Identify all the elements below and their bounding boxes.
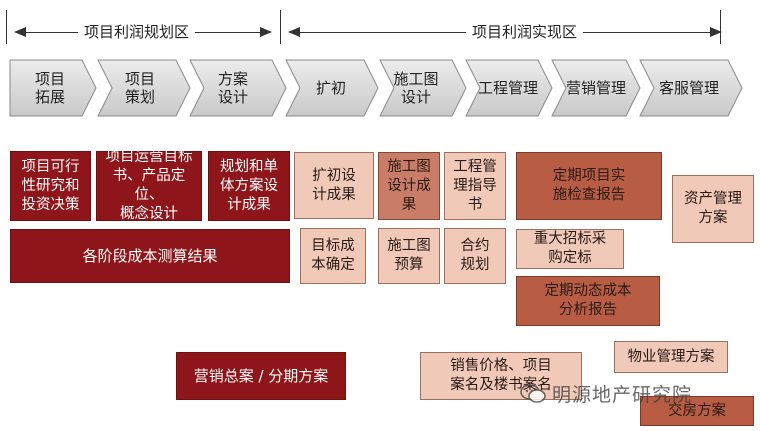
stage-marketing-mgmt: 营销管理 — [565, 79, 626, 97]
phase1-arrow-right-icon — [260, 27, 272, 37]
wechat-icon — [520, 383, 546, 404]
stage-chevron — [639, 59, 743, 117]
phase-planning-label: 项目利润规划区 — [78, 20, 196, 44]
stage-engineering-mgmt: 工程管理 — [477, 79, 538, 97]
stage-customer-service-mgmt: 客服管理 — [658, 79, 719, 97]
stage-chevron — [551, 59, 641, 117]
box-asset-management-plan: 资产管理 方案 — [672, 175, 754, 243]
box-target-cost: 目标成 本确定 — [300, 228, 366, 284]
phase-divider-left — [6, 10, 7, 44]
stage-chevron — [285, 59, 379, 117]
stage-project-expansion: 项目 拓展 — [34, 70, 65, 106]
stage-construction-drawing: 施工图 设计 — [393, 70, 439, 106]
box-dynamic-cost-report: 定期动态成本 分析报告 — [516, 276, 660, 326]
box-marketing-master-plan: 营销总案 / 分期方案 — [176, 352, 346, 400]
box-delivery-plan: 交房方案 — [640, 396, 754, 426]
watermark-text: 明源地产研究院 — [552, 384, 693, 406]
box-cost-estimation-results: 各阶段成本测算结果 — [10, 229, 290, 283]
stage-chevron — [379, 59, 467, 117]
stage-chevron — [97, 59, 191, 117]
stage-project-planning: 项目 策划 — [124, 70, 155, 106]
stage-chevron — [465, 59, 553, 117]
phase-divider-middle — [280, 10, 281, 44]
box-planning-design-results: 规划和单 体方案设 计成果 — [208, 151, 290, 221]
stage-scheme-design: 方案 设计 — [217, 70, 248, 106]
watermark: 明源地产研究院 — [520, 380, 692, 407]
stage-chevron — [189, 59, 287, 117]
box-construction-design-results: 施工图 设计成 果 — [378, 152, 440, 220]
box-periodic-inspection-report: 定期项目实 施检查报告 — [516, 152, 662, 220]
box-contract-planning: 合约 规划 — [444, 228, 506, 284]
phase1-arrow-left-icon — [14, 27, 26, 37]
stage-preliminary-design: 扩初 — [315, 79, 346, 97]
box-major-tender: 重大招标采 购定标 — [516, 229, 624, 269]
box-feasibility-study: 项目可行 性研究和 投资决策 — [10, 151, 91, 221]
box-property-management-plan: 物业管理方案 — [614, 341, 728, 373]
stage-chevron — [9, 59, 97, 117]
box-construction-budget: 施工图 预算 — [378, 228, 440, 284]
box-engineering-guide: 工程管 理指导 书 — [444, 152, 506, 220]
phase2-arrow-left-icon — [288, 27, 300, 37]
phase2-arrow-right-icon — [710, 27, 722, 37]
phase-realization-label: 项目利润实现区 — [466, 20, 584, 44]
box-operation-targets: 项目运营目标 书、产品定位、 概念设计 — [96, 149, 202, 222]
box-sales-price-naming: 销售价格、项目 案名及楼书案名 — [420, 352, 582, 400]
box-preliminary-design-results: 扩初设 计成果 — [294, 152, 374, 219]
